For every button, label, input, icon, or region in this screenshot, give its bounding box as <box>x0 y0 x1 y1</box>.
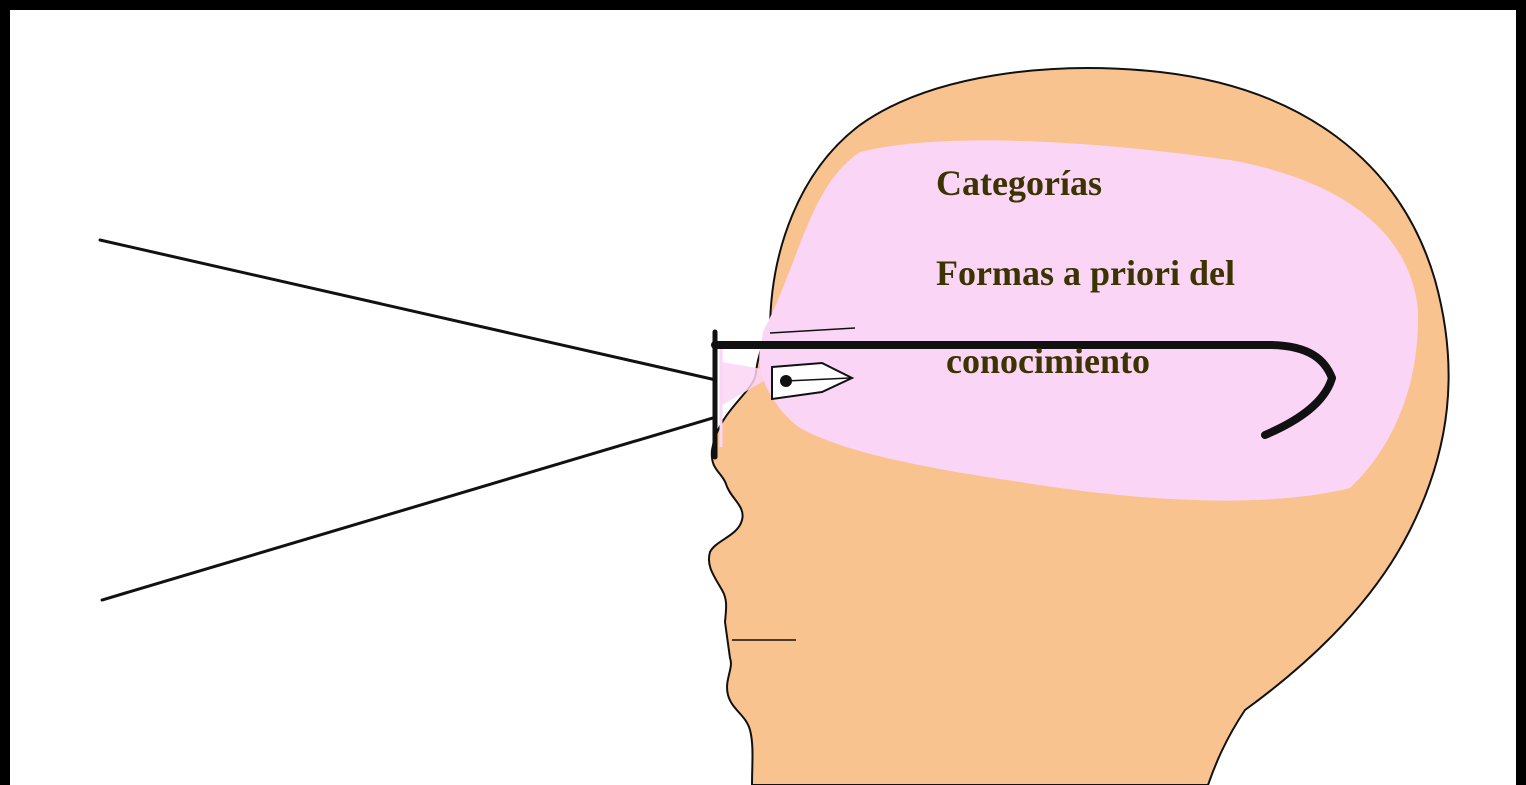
diagram-canvas: Categorías Formas a priori del conocimie… <box>10 10 1516 785</box>
head-illustration <box>98 67 1450 785</box>
mind-region <box>759 140 1419 501</box>
eye <box>771 361 855 401</box>
eye-line <box>785 377 851 382</box>
label-conocimiento: conocimiento <box>946 341 1150 381</box>
vision-line-lower <box>100 415 718 602</box>
eyebrow <box>769 327 856 334</box>
label-categorias: Categorías <box>936 163 1102 203</box>
light-beam <box>722 362 780 405</box>
label-formas-a-priori: Formas a priori del <box>936 253 1235 293</box>
glasses-temple-arm <box>711 341 1336 439</box>
vision-line-upper <box>98 238 718 382</box>
